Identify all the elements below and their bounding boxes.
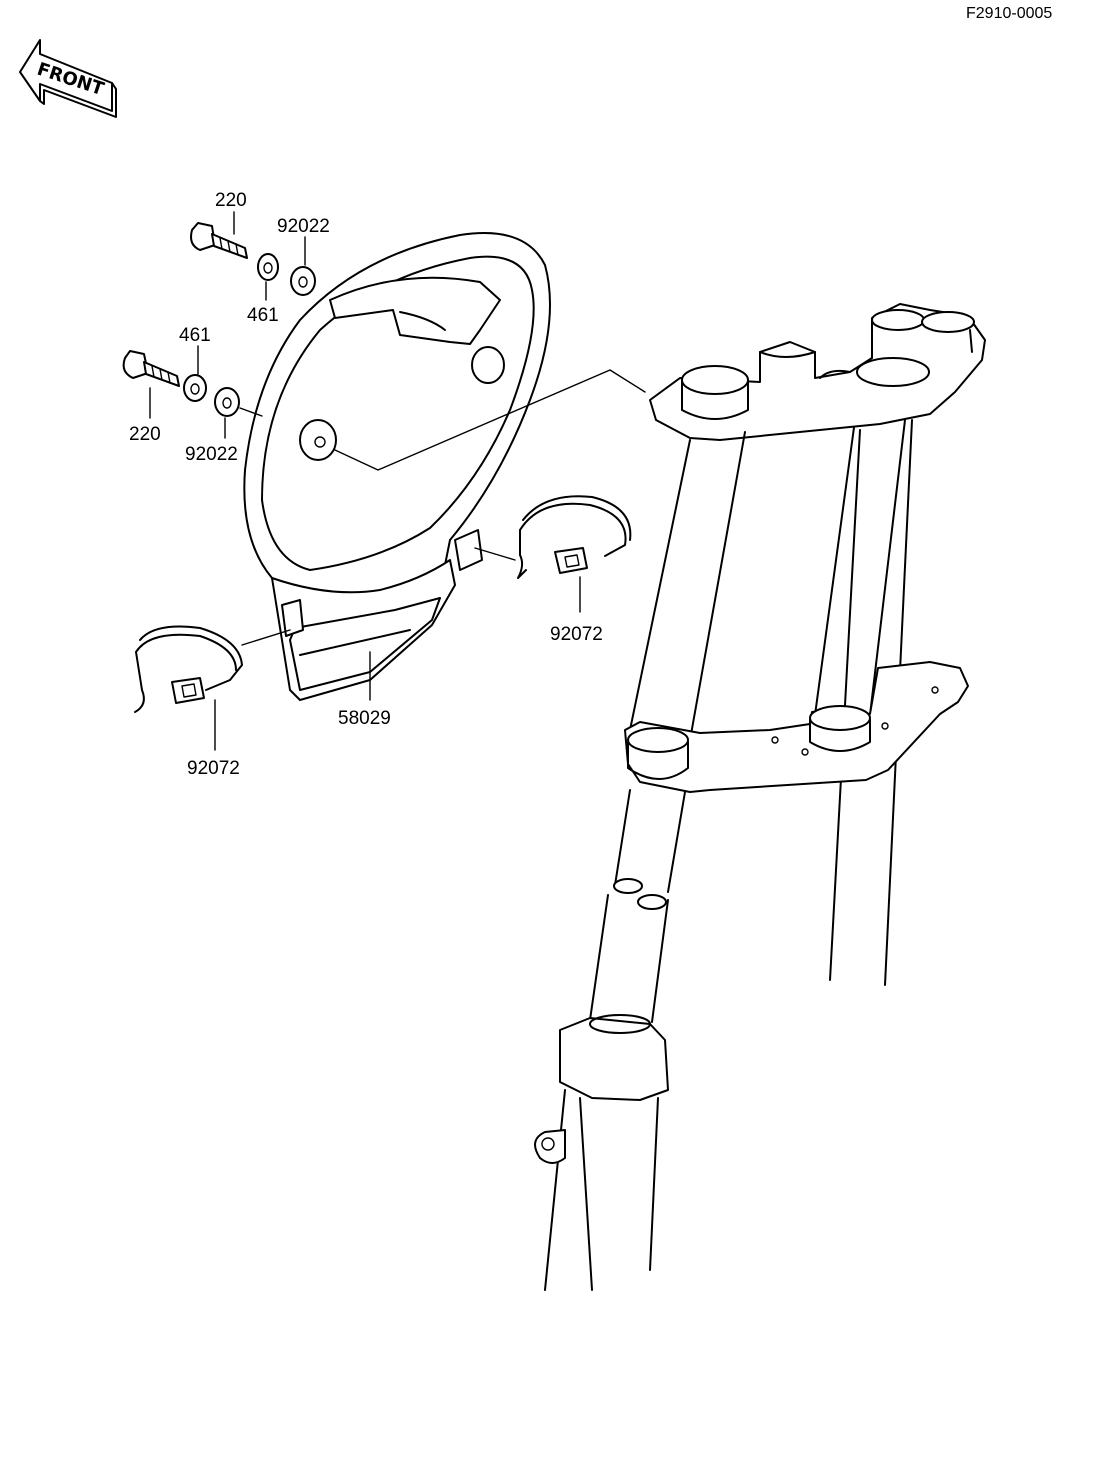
front-fork-assembly	[534, 303, 986, 1291]
callout-92072-right: 92072	[550, 624, 603, 645]
callout-92022-top: 92022	[277, 216, 330, 237]
washer-92022-mid	[214, 387, 240, 417]
callout-92072-left: 92072	[187, 758, 240, 779]
diagram-code: F2910-0005	[966, 5, 1052, 22]
front-arrow-icon: FRONT	[19, 39, 117, 118]
washer-92022-top	[290, 266, 316, 296]
callout-461-top: 461	[247, 305, 279, 326]
callout-92022-mid: 92022	[185, 444, 238, 465]
band-92072-right	[517, 495, 632, 579]
band-92072-left	[134, 625, 243, 713]
callout-58029: 58029	[338, 708, 391, 729]
callout-220-top: 220	[215, 190, 247, 211]
callout-461-mid: 461	[179, 325, 211, 346]
number-plate-58029	[243, 232, 551, 701]
bolt-220-top	[190, 222, 248, 259]
callout-220-mid: 220	[129, 424, 161, 445]
nut-461-mid	[183, 374, 207, 402]
nut-461-top	[257, 253, 279, 281]
bolt-220-mid	[122, 350, 180, 387]
